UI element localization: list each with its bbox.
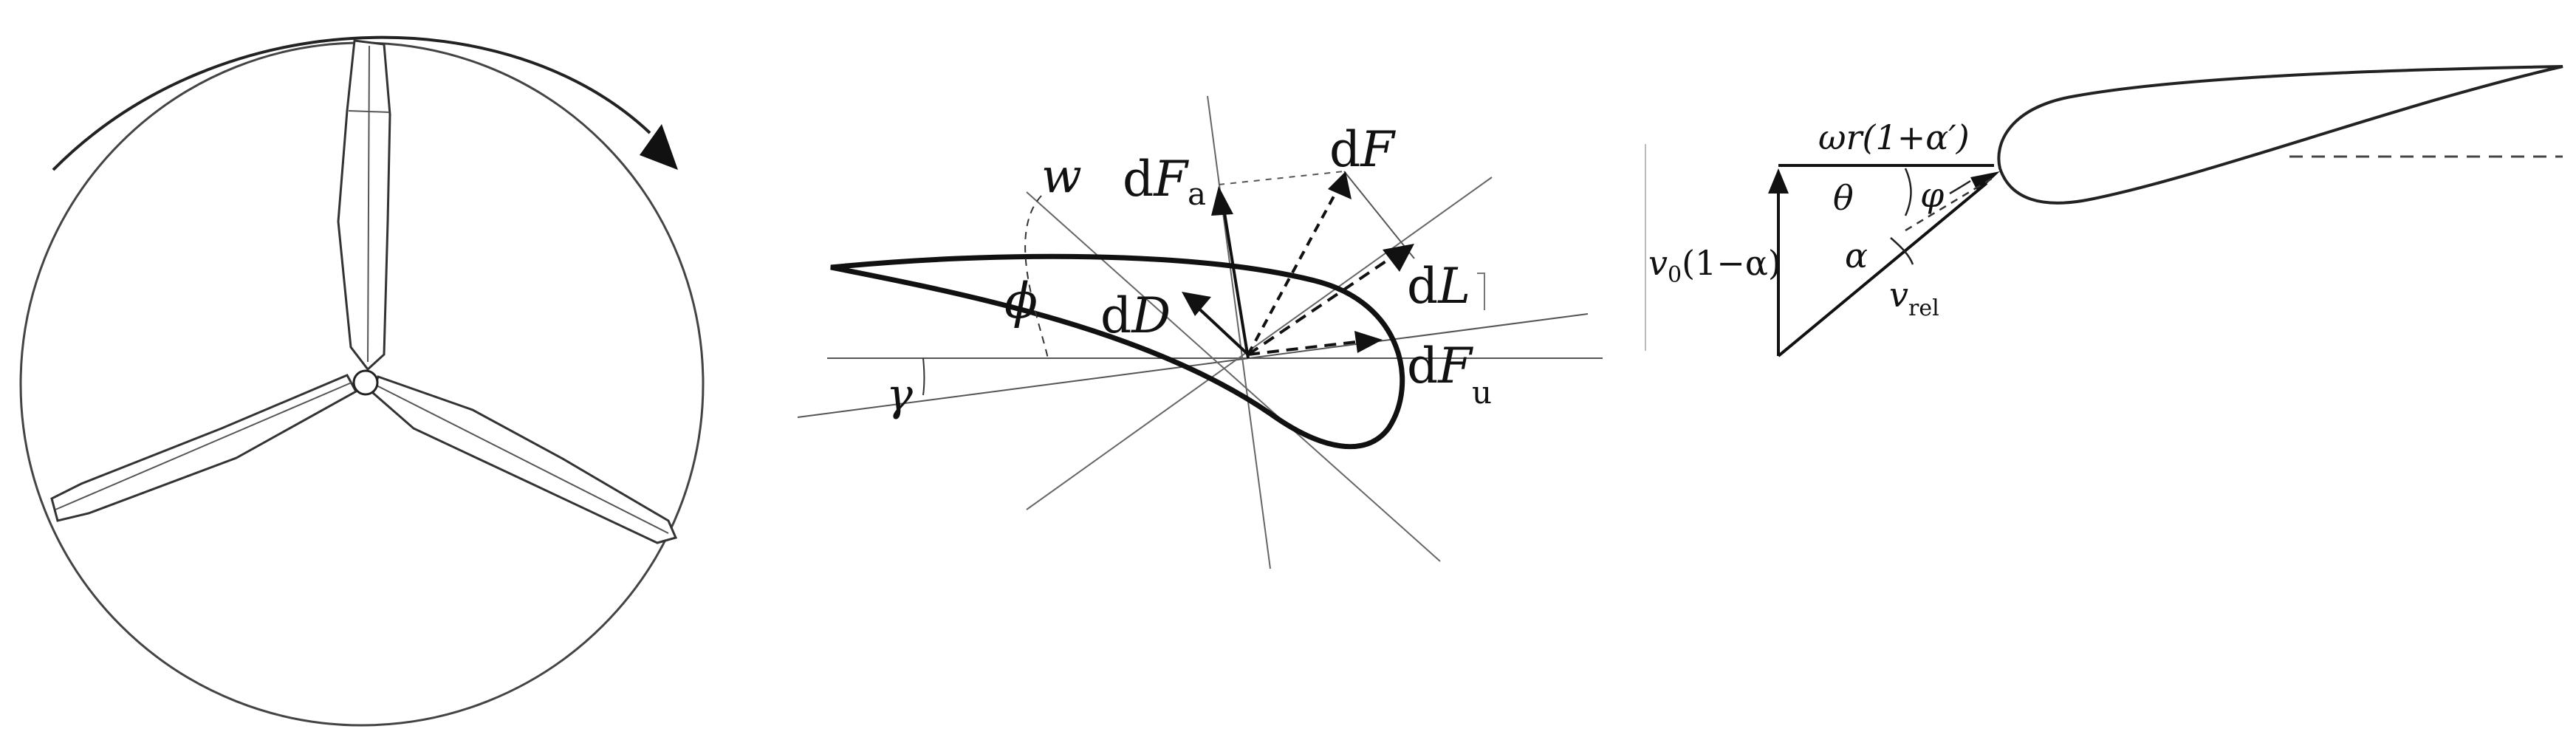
tangential-force-arrowhead (1354, 331, 1383, 353)
forces-panel: w ϕ γ dF dFa dD dL dFu (797, 95, 1603, 569)
lift-force-vector (1247, 256, 1394, 356)
v0-tail: (1−α) (1682, 243, 1781, 283)
axial-force-arrowhead (1211, 186, 1233, 216)
rotor-panel (19, 35, 705, 727)
gamma-angle-arc (922, 357, 925, 396)
blade-left-spar (55, 382, 352, 510)
rotor-blade-top (337, 39, 391, 372)
alpha-label: α (1845, 236, 1868, 275)
dL-d: d (1407, 258, 1438, 315)
axial-force-vector (1221, 199, 1250, 359)
airfoil-section (830, 253, 1405, 450)
gamma-label: γ (886, 369, 913, 421)
dFa-projection-dashed (1218, 171, 1345, 185)
dF-label: dF (1329, 121, 1396, 178)
inflow-dashed-line (1905, 176, 1995, 232)
v0-v: v (1648, 243, 1668, 283)
drag-force-arrowhead (1182, 292, 1211, 316)
rotation-arrowhead (640, 124, 678, 170)
dFa-label: dFa (1123, 151, 1206, 212)
dF-F: F (1360, 121, 1396, 178)
v0-sub: 0 (1668, 262, 1682, 288)
tangential-force-vector (1247, 340, 1363, 356)
vrel-sub: rel (1908, 295, 1939, 321)
v0-label: v0(1−α) (1648, 243, 1781, 288)
dL-projection-dashed (1343, 171, 1415, 259)
velocity-triangle-panel: ωr(1+α′) θ φ α v0(1−α) vrel (1645, 65, 2563, 357)
resultant-arrowhead (1328, 171, 1352, 199)
dD-D: D (1131, 287, 1171, 344)
resultant-force-vector (1247, 177, 1346, 355)
drag-force-vector (1191, 301, 1250, 356)
blade-right-spar (376, 385, 669, 534)
dFu-sub: u (1472, 374, 1492, 411)
dFa-F: F (1153, 151, 1189, 208)
rotor-blade-left (50, 374, 358, 522)
dFu-F: F (1437, 338, 1473, 394)
dD-label: dD (1100, 287, 1171, 344)
dFu-d: d (1407, 338, 1438, 394)
blade-top-band (348, 110, 390, 113)
phi-angle-arc-v (1949, 179, 1971, 195)
theta-angle-arc (1904, 168, 1912, 216)
vrel-v: v (1889, 275, 1908, 315)
lift-axis-line (1026, 177, 1493, 510)
theta-label: θ (1833, 178, 1854, 218)
dD-d: d (1100, 287, 1131, 344)
dL-tick-mark (1477, 273, 1485, 310)
axial-velocity-arrowhead (1768, 168, 1789, 194)
relative-velocity-side (1777, 182, 1988, 357)
dF-d: d (1329, 121, 1360, 178)
rotation-arrow-arc (52, 35, 651, 171)
omega-r-label: ωr(1+α′) (1818, 117, 1970, 157)
rotor-hub (352, 369, 379, 396)
dFa-d: d (1123, 151, 1154, 208)
relative-wind-line (1026, 191, 1441, 562)
lift-force-arrowhead (1383, 244, 1414, 272)
dL-L: L (1437, 258, 1470, 315)
vrel-label: vrel (1889, 275, 1939, 321)
drag-axis-line (1207, 95, 1271, 569)
phi-label: ϕ (1004, 273, 1038, 329)
velocity-airfoil-section (1997, 65, 2563, 205)
dFa-sub: a (1188, 176, 1206, 212)
chord-line (797, 313, 1589, 418)
w-label: w (1041, 149, 1082, 204)
blade-top-spar (367, 45, 370, 363)
alpha-angle-arc (1890, 237, 1914, 265)
dFu-label: dFu (1407, 338, 1492, 411)
phi-label-v: φ (1920, 175, 1945, 215)
dL-label: dL (1407, 258, 1470, 315)
phi-angle-arc (1024, 195, 1049, 363)
